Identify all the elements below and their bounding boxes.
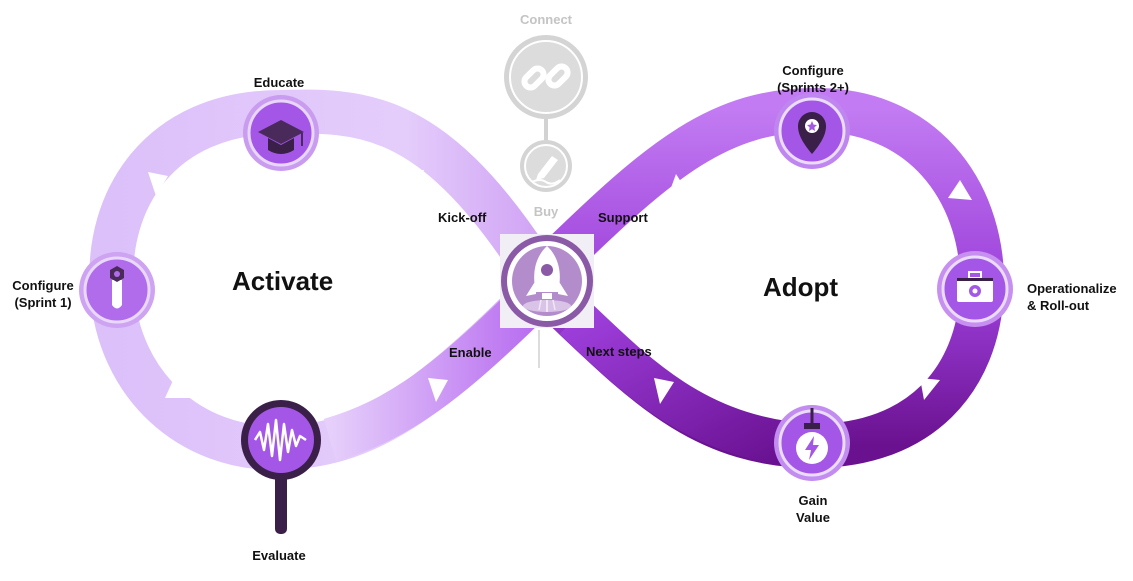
adopt-title: Adopt [763, 272, 839, 302]
rocket-icon [523, 246, 571, 312]
chain-link-icon [521, 63, 571, 91]
evaluate-node [241, 400, 321, 534]
kickoff-label: Kick-off [438, 210, 487, 225]
buy-label: Buy [533, 204, 559, 219]
configure-sprints2-node [774, 93, 850, 169]
operationalize-node [937, 251, 1013, 327]
center-rocket-node [500, 234, 594, 328]
enable-band [323, 286, 546, 462]
buy-node [520, 140, 572, 192]
educate-node [243, 95, 319, 171]
educate-label: Educate [253, 75, 305, 90]
wrench-icon [110, 266, 124, 309]
enable-label: Enable [449, 345, 492, 360]
configure-sprints2-label: Configure (Sprints 2+) [777, 63, 849, 95]
connect-node [504, 35, 588, 119]
lightbulb-bolt-icon [796, 408, 828, 464]
graduation-cap-icon [258, 120, 304, 154]
gain-value-label: Gain Value [796, 493, 830, 525]
toolbox-gear-icon [957, 271, 993, 302]
configure-sprint1-label: Configure (Sprint 1) [12, 278, 74, 310]
pen-sign-icon [531, 156, 561, 185]
configure-sprint1-node [79, 252, 155, 328]
map-pin-star-icon [798, 112, 826, 154]
connect-label: Connect [520, 12, 572, 27]
evaluate-label: Evaluate [252, 548, 306, 563]
next-steps-band [559, 302, 817, 468]
operationalize-label: Operationalize & Roll-out [1027, 281, 1117, 313]
magnifier-waveform-icon [253, 418, 307, 462]
flow-chevrons [148, 170, 972, 404]
support-label: Support [598, 210, 648, 225]
activate-title: Activate [232, 266, 334, 296]
next-steps-label: Next steps [586, 344, 652, 359]
gain-value-node [774, 405, 850, 481]
